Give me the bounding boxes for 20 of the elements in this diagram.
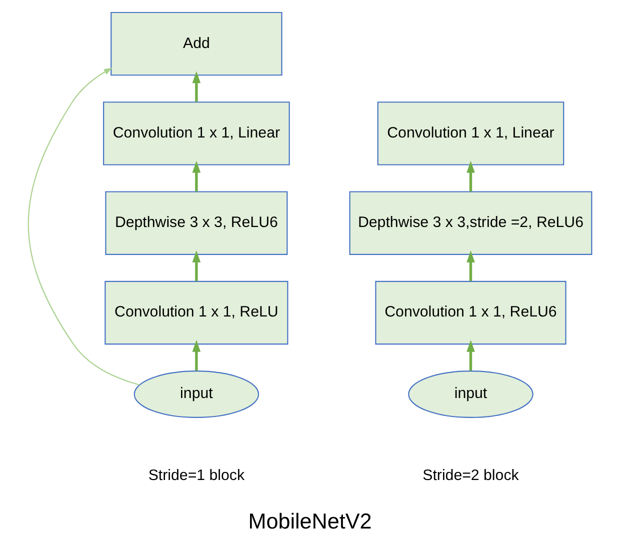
node-ellipse: input — [133, 370, 259, 418]
node-box: Convolution 1 x 1, ReLU — [104, 280, 288, 345]
arrow — [466, 250, 474, 282]
label: Stride=1 block — [148, 466, 244, 484]
label: Stride=2 block — [422, 466, 518, 484]
arrow — [466, 160, 474, 192]
node-box: Convolution 1 x 1, ReLU6 — [374, 280, 566, 345]
node-box: Depthwise 3 x 3,stride =2, ReLU6 — [348, 191, 592, 255]
arrow — [192, 71, 200, 102]
node-box: Convolution 1 x 1, Linear — [102, 102, 290, 166]
node-box: Depthwise 3 x 3, ReLU6 — [104, 191, 288, 255]
node-ellipse: input — [408, 370, 533, 418]
arrow — [192, 250, 200, 282]
arrow — [466, 340, 474, 371]
caption: MobileNetV2 — [248, 508, 372, 534]
node-box: Add — [110, 12, 282, 76]
arrow — [27, 68, 140, 386]
node-box: Convolution 1 x 1, Linear — [376, 102, 564, 166]
arrow — [192, 160, 200, 192]
arrow — [192, 340, 200, 371]
